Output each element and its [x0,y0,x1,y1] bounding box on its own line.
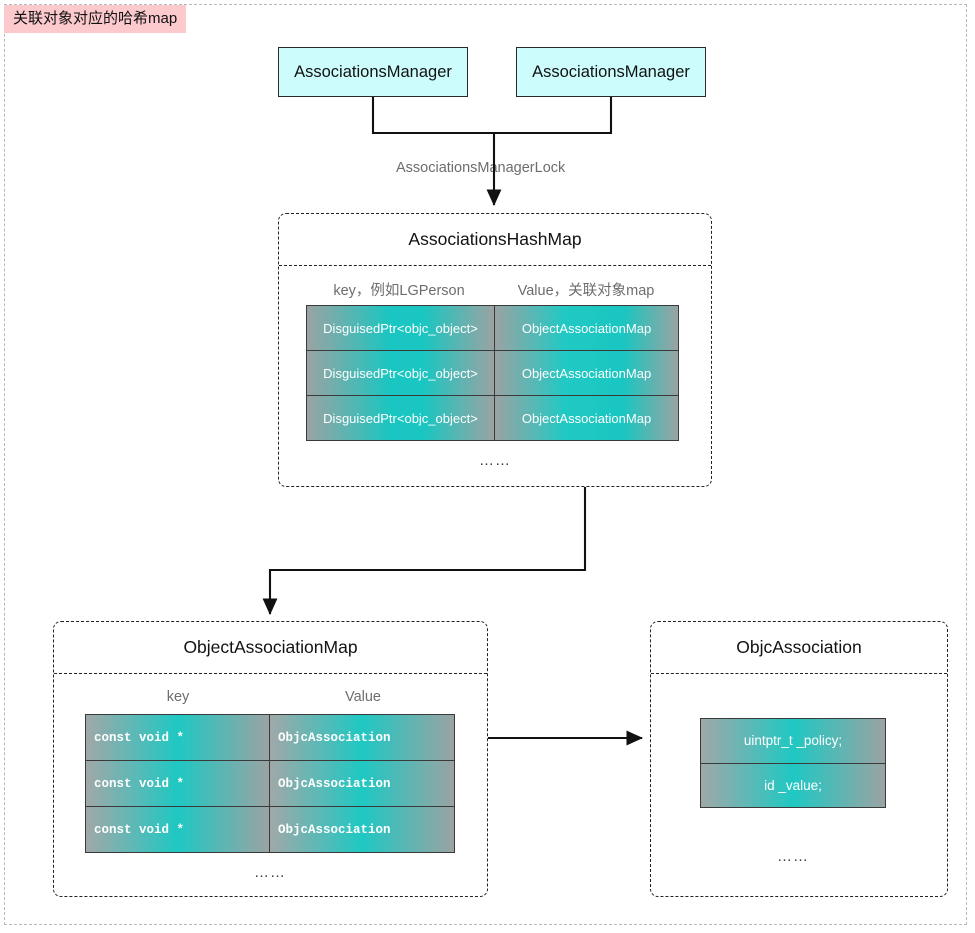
objc-association-title: ObjcAssociation [651,622,947,674]
oamap-key-cell: const void * [86,807,269,852]
oamap-value-column-header: Value [344,689,381,705]
table-row: uintptr_t _policy; [701,719,885,763]
hashmap-value-column-header: Value，关联对象map [517,283,655,299]
table-row: id _value; [701,762,885,807]
hashmap-ellipsis: …… [479,452,511,469]
objc-association-value-field: id _value; [701,763,885,807]
associations-manager-box-1: AssociationsManager [278,47,468,97]
table-row: const void * ObjcAssociation [86,715,454,760]
objc-association-ellipsis: …… [777,848,809,865]
hashmap-value-cell: ObjectAssociationMap [494,306,678,350]
hashmap-value-cell: ObjectAssociationMap [494,351,678,395]
table-row: DisguisedPtr<objc_object> ObjectAssociat… [307,306,678,350]
hashmap-key-column-header: key，例如LGPerson [333,283,465,299]
hashmap-table: DisguisedPtr<objc_object> ObjectAssociat… [306,305,679,441]
hashmap-column-headers: key，例如LGPerson Value，关联对象map [305,279,679,300]
oamap-column-headers: key Value [85,689,455,705]
hashmap-value-cell: ObjectAssociationMap [494,396,678,440]
oamap-ellipsis: …… [254,864,286,881]
oamap-key-column-header: key [166,689,190,705]
oamap-value-cell: ObjcAssociation [269,807,454,852]
associations-manager-box-2-label: AssociationsManager [532,62,690,81]
hashmap-key-cell: DisguisedPtr<objc_object> [307,396,494,440]
diagram-title-badge: 关联对象对应的哈希map [4,5,187,33]
oamap-key-cell: const void * [86,715,269,760]
table-row: const void * ObjcAssociation [86,806,454,852]
associations-manager-box-1-label: AssociationsManager [294,62,452,81]
table-row: const void * ObjcAssociation [86,760,454,806]
associations-manager-lock-label: AssociationsManagerLock [396,160,566,176]
table-row: DisguisedPtr<objc_object> ObjectAssociat… [307,350,678,395]
objc-association-policy-field: uintptr_t _policy; [701,719,885,763]
hashmap-key-cell: DisguisedPtr<objc_object> [307,306,494,350]
hashmap-key-cell: DisguisedPtr<objc_object> [307,351,494,395]
objc-association-fields-table: uintptr_t _policy; id _value; [700,718,886,808]
oamap-key-cell: const void * [86,761,269,806]
object-association-map-title: ObjectAssociationMap [54,622,487,674]
table-row: DisguisedPtr<objc_object> ObjectAssociat… [307,395,678,440]
oamap-value-cell: ObjcAssociation [269,761,454,806]
associations-hashmap-title: AssociationsHashMap [279,214,711,266]
object-association-map-table: const void * ObjcAssociation const void … [85,714,455,853]
associations-manager-box-2: AssociationsManager [516,47,706,97]
oamap-value-cell: ObjcAssociation [269,715,454,760]
